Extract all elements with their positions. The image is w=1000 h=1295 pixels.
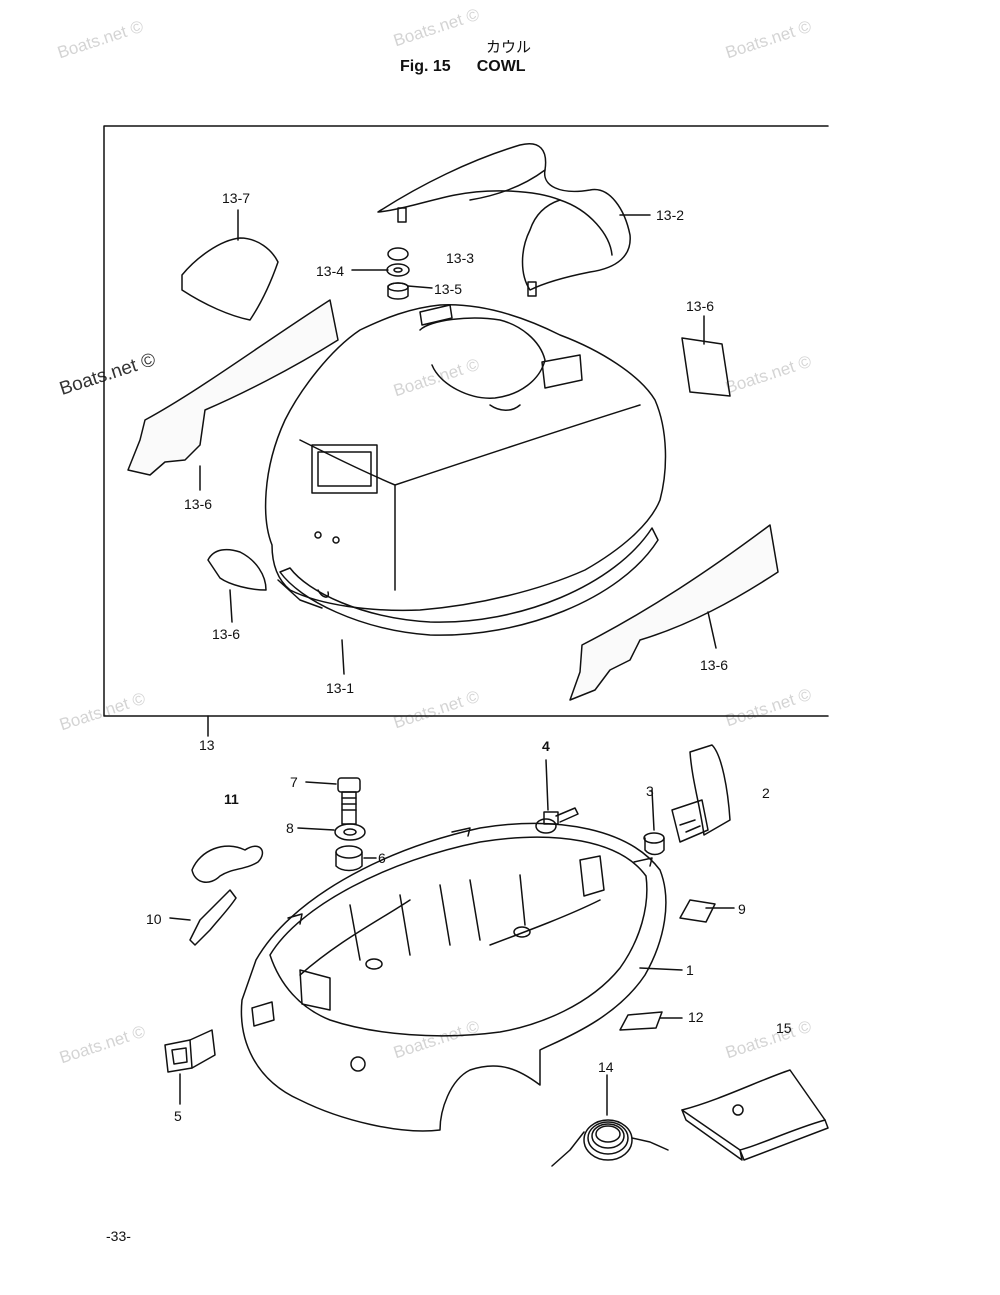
gasket-10-part: [189, 889, 237, 946]
emblem-part: [181, 237, 279, 321]
spring-14-part: [551, 1119, 669, 1167]
seal-part: [279, 527, 659, 636]
top-cover-part: [377, 143, 631, 297]
grommet-part: [387, 247, 409, 261]
gasket-11-part: [191, 845, 264, 883]
decal-side-small: [681, 337, 731, 397]
strip-12-part: [619, 1011, 663, 1031]
figure-number: Fig. 15: [400, 58, 451, 75]
callout-15: 15: [776, 1020, 792, 1036]
figure-caption: COWL: [476, 58, 526, 75]
hinge-2-part: [671, 744, 731, 843]
callout-12: 12: [688, 1009, 704, 1025]
callout-6: 6: [378, 850, 386, 866]
decal-right: [569, 524, 779, 701]
callout-13-6: 13-6: [184, 496, 213, 512]
collar-6-part: [335, 851, 363, 872]
page-number: -33-: [106, 1228, 131, 1244]
strip-9-part: [679, 899, 716, 923]
figure-title: Fig. 15 COWL: [400, 58, 526, 76]
callout-9: 9: [738, 901, 746, 917]
callout-13-5: 13-5: [434, 281, 463, 297]
washer-8-part: [334, 823, 366, 841]
screw-4-part: [535, 807, 579, 834]
callout-13-7: 13-7: [222, 190, 251, 206]
callout-5: 5: [174, 1108, 182, 1124]
callout-14: 14: [598, 1059, 614, 1075]
callout-13-6: 13-6: [686, 298, 715, 314]
plug-5-part: [164, 1029, 216, 1073]
lower-case-part: [240, 822, 667, 1132]
callout-1: 1: [686, 962, 694, 978]
callout-13-3: 13-3: [446, 250, 475, 266]
decal-front-small: [207, 548, 267, 591]
callout-13-6: 13-6: [700, 657, 729, 673]
callout-8: 8: [286, 820, 294, 836]
callout-11: 11: [224, 791, 239, 807]
callout-4: 4: [542, 738, 550, 754]
callout-13-6: 13-6: [212, 626, 241, 642]
engine-cover-part: [264, 304, 667, 612]
assembly-frame: [103, 125, 829, 717]
callout-13-4: 13-4: [316, 263, 345, 279]
callout-7: 7: [290, 774, 298, 790]
callout-3: 3: [646, 783, 654, 799]
callout-10: 10: [146, 911, 162, 927]
callout-13: 13: [199, 737, 215, 753]
title-japanese: カウル: [486, 38, 532, 56]
pad-15-part: [681, 1069, 829, 1161]
callout-13-1: 13-1: [326, 680, 355, 696]
washer-part: [386, 263, 410, 277]
bushing-3-part: [644, 837, 665, 856]
bolt-7-part: [337, 777, 361, 825]
callout-13-2: 13-2: [656, 207, 685, 223]
decal-left: [127, 299, 339, 476]
callout-2: 2: [762, 785, 770, 801]
